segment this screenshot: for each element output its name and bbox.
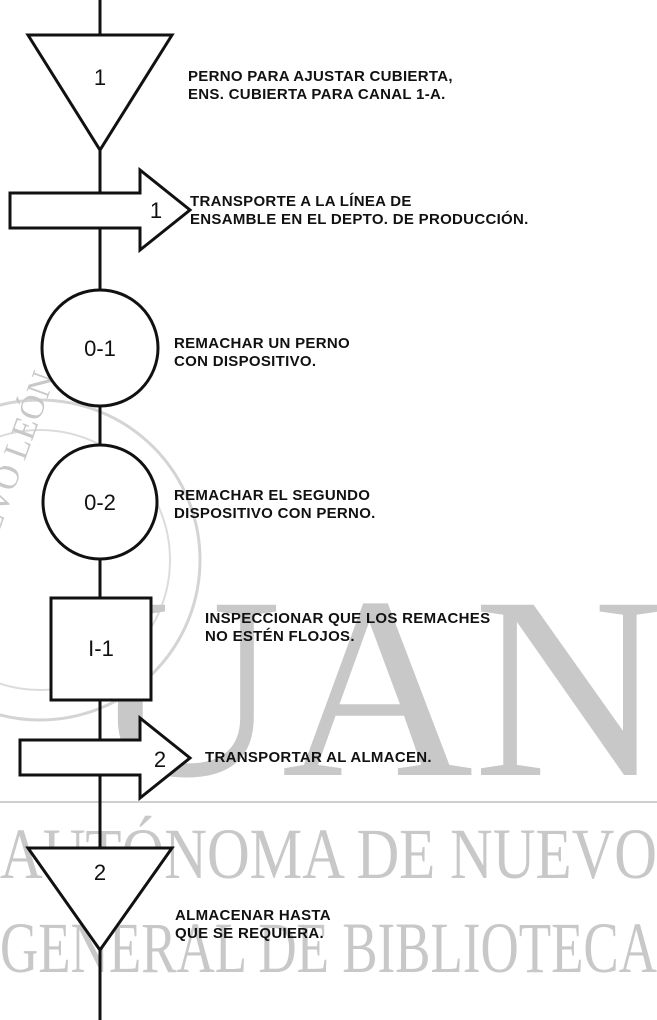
description-line: REMACHAR UN PERNO <box>174 335 350 352</box>
operation-circle-1-number: 0-1 <box>84 336 116 361</box>
inspection-square-1: I-1 <box>49 596 153 702</box>
description-line: INSPECCIONAR QUE LOS REMACHES <box>205 610 491 627</box>
storage-triangle-2: 2 <box>25 846 175 953</box>
description-line: PERNO PARA AJUSTAR CUBIERTA, <box>188 68 453 85</box>
description-line: NO ESTÉN FLOJOS. <box>205 628 355 645</box>
description-line: ALMACENAR HASTA <box>175 907 331 924</box>
storage-triangle-1: 1 <box>25 33 175 153</box>
step-2-description: TRANSPORTE A LA LÍNEA DE ENSAMBLE EN EL … <box>190 193 529 229</box>
description-line: TRANSPORTAR AL ALMACEN. <box>205 749 432 766</box>
transport-arrow-1-number: 1 <box>150 198 162 223</box>
description-line: ENSAMBLE EN EL DEPTO. DE PRODUCCIÓN. <box>190 211 529 228</box>
storage-triangle-2-number: 2 <box>94 860 106 885</box>
storage-triangle-1-number: 1 <box>94 65 106 90</box>
operation-circle-2-number: 0-2 <box>84 490 116 515</box>
description-line: CON DISPOSITIVO. <box>174 353 317 370</box>
transport-arrow-2: 2 <box>18 714 193 802</box>
transport-arrow-1: 1 <box>8 166 193 254</box>
description-line: ENS. CUBIERTA PARA CANAL 1-A. <box>188 86 446 103</box>
operation-circle-1: 0-1 <box>40 288 160 408</box>
description-line: REMACHAR EL SEGUNDO <box>174 487 371 504</box>
transport-arrow-2-number: 2 <box>154 747 166 772</box>
inspection-square-1-number: I-1 <box>88 636 114 661</box>
description-line: QUE SE REQUIERA. <box>175 925 324 942</box>
description-line: DISPOSITIVO CON PERNO. <box>174 505 376 522</box>
step-3-description: REMACHAR UN PERNO CON DISPOSITIVO. <box>174 335 350 371</box>
step-6-description: TRANSPORTAR AL ALMACEN. <box>205 749 432 767</box>
step-4-description: REMACHAR EL SEGUNDO DISPOSITIVO CON PERN… <box>174 487 376 523</box>
step-7-description: ALMACENAR HASTA QUE SE REQUIERA. <box>175 907 331 943</box>
step-5-description: INSPECCIONAR QUE LOS REMACHES NO ESTÉN F… <box>205 610 490 646</box>
step-1-description: PERNO PARA AJUSTAR CUBIERTA, ENS. CUBIER… <box>188 68 453 104</box>
operation-circle-2: 0-2 <box>41 443 159 561</box>
description-line: TRANSPORTE A LA LÍNEA DE <box>190 193 412 210</box>
